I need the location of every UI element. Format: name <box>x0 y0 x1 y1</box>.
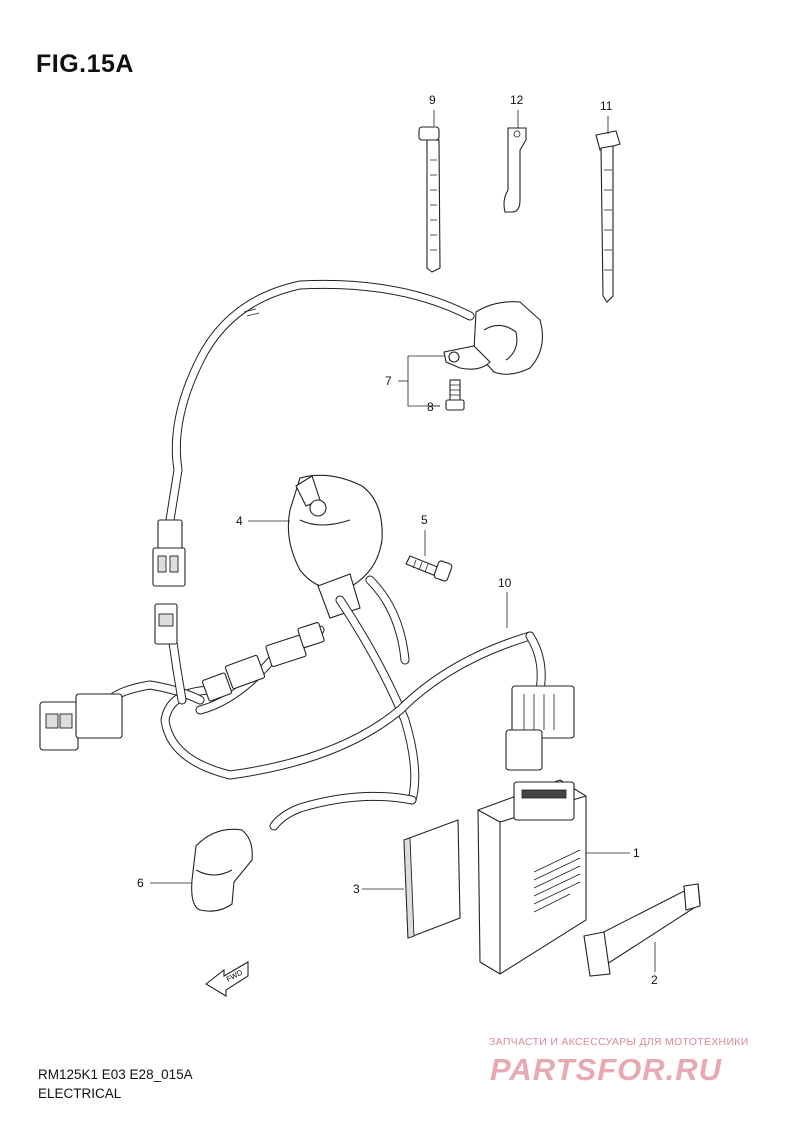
part-3-pad <box>403 819 461 939</box>
callout-6: 6 <box>137 876 144 890</box>
part-10-wiring-harness <box>39 575 575 831</box>
leader-lines <box>150 110 656 972</box>
callout-5: 5 <box>421 513 428 527</box>
part-9-cable-tie <box>418 126 441 273</box>
callout-7: 7 <box>385 374 392 388</box>
callout-8: 8 <box>427 400 434 414</box>
part-6-cap <box>191 828 253 912</box>
callout-12: 12 <box>510 93 524 107</box>
watermark-logo: PARTSFOR.RU <box>490 1052 723 1087</box>
part-11-cable-tie-mount <box>595 130 621 303</box>
part-12-clamp <box>503 127 527 213</box>
diagram-section-name: ELECTRICAL <box>38 1086 122 1101</box>
part-8-bolt <box>445 379 465 411</box>
connector-small-mid <box>265 622 325 668</box>
callout-10: 10 <box>498 576 512 590</box>
part-1-cdi-unit <box>477 779 587 975</box>
callout-1: 1 <box>633 846 640 860</box>
callout-numbers: 9 12 11 7 8 4 5 10 1 3 6 2 <box>137 93 658 987</box>
callout-4: 4 <box>236 514 243 528</box>
connector-coupler-right <box>505 685 575 771</box>
diagram-code: RM125K1 E03 E28_015A <box>38 1067 193 1082</box>
callout-3: 3 <box>353 882 360 896</box>
callout-11: 11 <box>600 99 613 113</box>
figure-title: FIG.15A <box>36 50 134 78</box>
connector-coupler-left <box>39 693 123 751</box>
coil-lead-wire <box>152 279 475 587</box>
callout-2: 2 <box>651 973 658 987</box>
part-5-bolt <box>405 555 453 582</box>
forward-arrow: FWD <box>205 961 249 997</box>
watermark-tagline: ЗАПЧАСТИ И АКСЕССУАРЫ ДЛЯ МОТОТЕХНИКИ <box>489 1036 749 1048</box>
part-2-band <box>583 883 701 977</box>
part-7-holder-bracket <box>443 301 543 375</box>
part-4-ignition-coil <box>287 474 383 619</box>
callout-9: 9 <box>429 93 436 107</box>
connector-small-left <box>201 654 266 702</box>
